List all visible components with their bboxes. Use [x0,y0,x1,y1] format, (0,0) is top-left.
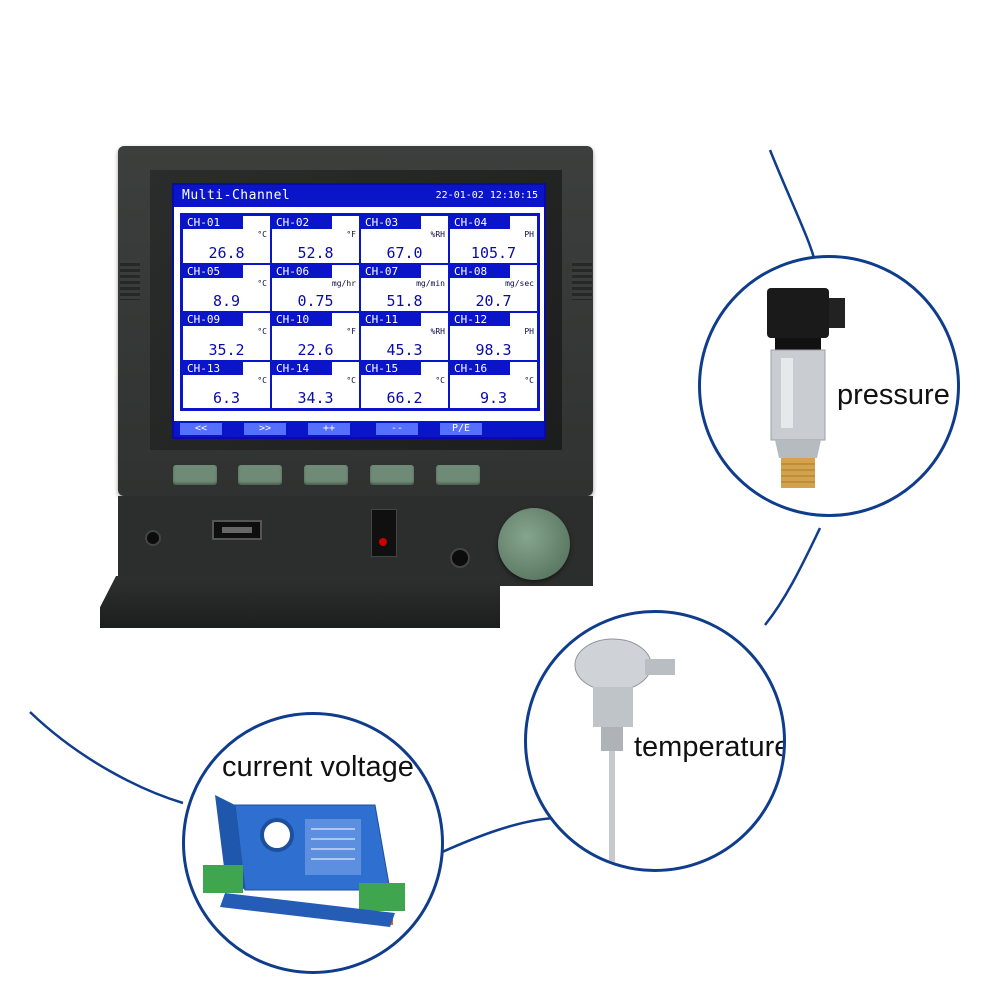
channel-label: CH-05 [183,264,243,278]
screen-datetime: 22-01-02 12:10:15 [435,190,538,201]
channel-unit: °C [257,375,267,385]
channel-unit: °C [257,327,267,336]
front-door[interactable] [100,576,500,628]
channel-label: CH-07 [361,264,421,278]
softkey-4[interactable]: -- [376,423,418,435]
recorder-screen: Multi-Channel 22-01-02 12:10:15 CH-01 °C 2… [172,183,546,439]
channel-unit: %RH [430,327,445,336]
temperature-sensor-circle: temperature [524,610,786,872]
channel-value: 34.3 [297,389,334,407]
channel-label: CH-03 [361,216,421,229]
channel-cell: CH-14 °C 34.3 [271,360,360,409]
rotary-knob[interactable] [498,508,570,580]
screen-title-bar: Multi-Channel 22-01-02 12:10:15 [174,185,544,207]
channel-cell: CH-13 °C 6.3 [182,360,271,409]
channel-cell: CH-15 °C 66.2 [360,360,449,409]
channel-unit: °C [346,375,356,385]
screen-title: Multi-Channel [182,188,291,203]
channel-label: CH-08 [450,264,510,278]
screw-hole-left [145,530,161,546]
softkey-1[interactable]: << [180,423,222,435]
channel-unit: °C [257,230,267,239]
channel-unit: PH [524,230,534,239]
channel-label: CH-16 [450,361,510,375]
channel-value: 51.8 [386,292,423,310]
channel-label: CH-09 [183,313,243,326]
channel-label: CH-06 [272,264,332,278]
pressure-sensor-circle: pressure [698,255,960,517]
channel-label: CH-12 [450,313,510,326]
channel-value: 22.6 [297,340,334,359]
channel-value: 67.0 [386,243,423,262]
current-voltage-label: current voltage [222,751,414,783]
softkey-bar: << >> ++ -- P/E [174,421,544,437]
channel-label: CH-14 [272,361,332,375]
channel-value: 35.2 [208,340,245,359]
softkey-5[interactable]: P/E [440,423,482,435]
channel-unit: PH [524,327,534,336]
front-button-1[interactable] [173,465,217,485]
channel-label: CH-01 [183,216,243,229]
channel-label: CH-13 [183,361,243,375]
channel-value: 45.3 [386,340,423,359]
channel-unit: mg/sec [505,278,534,288]
front-button-4[interactable] [370,465,414,485]
channel-value: 26.8 [208,243,245,262]
channel-label: CH-10 [272,313,332,326]
channel-value: 105.7 [470,243,517,262]
power-switch[interactable] [371,509,397,557]
pressure-label: pressure [837,379,950,411]
channel-value: 8.9 [212,292,241,310]
left-vent [120,260,140,300]
channel-value: 20.7 [475,292,512,310]
temperature-label: temperature [634,731,786,763]
channel-cell: CH-05 °C 8.9 [182,263,271,312]
channel-unit: %RH [430,230,445,239]
front-button-2[interactable] [238,465,282,485]
thermocouple-icon [574,638,675,863]
channel-value: 98.3 [475,340,512,359]
channel-cell: CH-01 °C 26.8 [182,215,271,264]
channel-label: CH-15 [361,361,421,375]
channel-cell: CH-16 °C 9.3 [449,360,538,409]
channel-unit: °C [435,375,445,385]
channel-unit: °C [257,278,267,288]
channel-value: 0.75 [297,292,334,310]
pressure-transmitter-icon [767,288,845,488]
channel-cell: CH-10 °F 22.6 [271,312,360,361]
channel-value: 6.3 [212,389,241,407]
channel-unit: °F [346,230,356,239]
current-voltage-sensor-circle: current voltage [182,712,444,974]
channel-label: CH-11 [361,313,421,326]
channel-unit: °C [524,375,534,385]
channel-cell: CH-09 °C 35.2 [182,312,271,361]
softkey-3[interactable]: ++ [308,423,350,435]
channel-unit: mg/hr [331,278,356,288]
screw-hole-right [450,548,470,568]
channel-unit: mg/min [416,278,445,288]
right-vent [572,260,592,300]
current-transducer-icon [203,795,405,927]
channel-label: CH-02 [272,216,332,229]
channel-cell: CH-02 °F 52.8 [271,215,360,264]
channel-cell: CH-11 %RH 45.3 [360,312,449,361]
front-button-5[interactable] [436,465,480,485]
channel-cell: CH-03 %RH 67.0 [360,215,449,264]
channel-unit: °F [346,327,356,336]
channel-value: 66.2 [386,389,423,407]
front-button-3[interactable] [304,465,348,485]
usb-port[interactable] [212,520,262,540]
softkey-2[interactable]: >> [244,423,286,435]
channel-value: 52.8 [297,243,334,262]
channel-label: CH-04 [450,216,510,229]
channel-value: 9.3 [479,389,508,407]
